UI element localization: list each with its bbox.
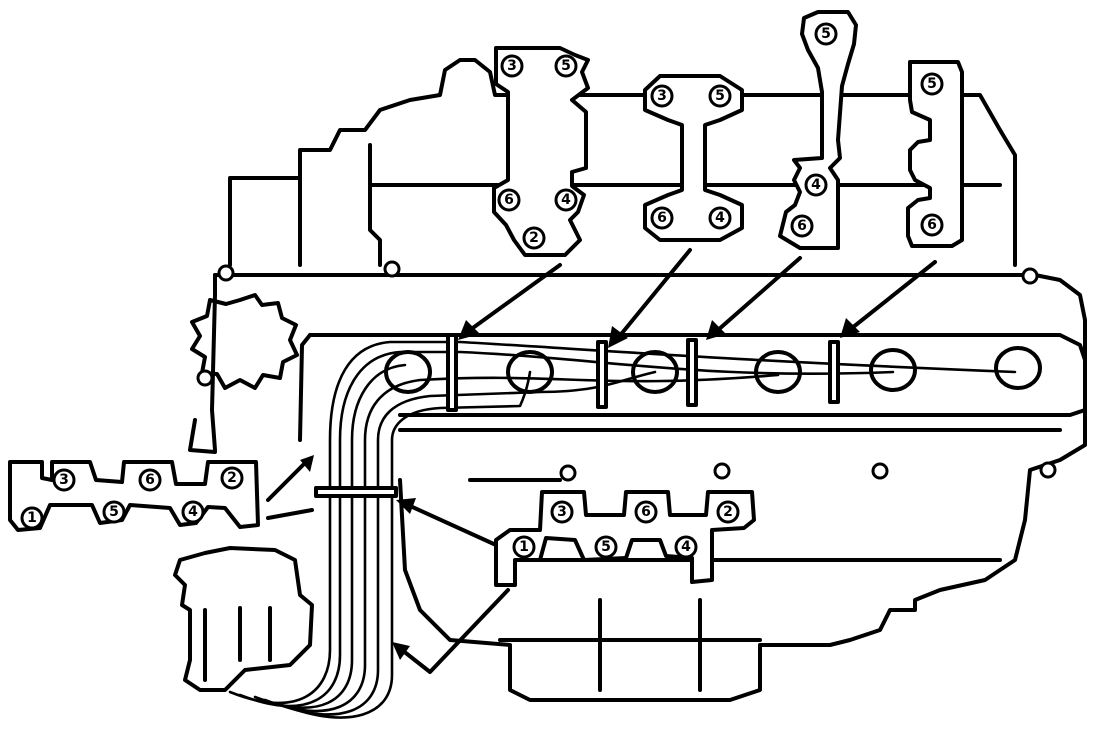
spark-plug-wells [384,346,1042,394]
distributor [173,546,314,692]
clip-label: 6 [657,210,667,226]
arrow-icon [616,248,692,340]
clip-label: 3 [657,88,667,104]
leader-arrows [266,248,937,674]
clip-label: 4 [811,177,821,193]
clip-label: 5 [109,504,119,520]
bolt-icon [713,462,731,480]
ignition-wire-harness [228,333,1017,719]
clip-label: 6 [797,218,807,234]
top-clip-2: 3 5 6 4 [643,74,744,242]
clip-label: 6 [145,472,155,488]
top-clip-4: 5 6 [906,60,964,248]
clip-label: 4 [715,210,725,226]
wire-separator [686,338,698,407]
bolt-icon [383,260,401,278]
clip-label: 4 [681,539,691,555]
left-clip: 3 6 2 1 5 4 [8,460,260,532]
arrow-icon [406,503,498,547]
arrow-icon [468,263,562,332]
clip-label: 2 [227,470,237,486]
arrow-icon [850,260,937,330]
clip-label: 6 [927,217,937,233]
clip-label: 5 [601,539,611,555]
clip-label: 1 [519,539,529,555]
arrow-icon [266,462,306,502]
bolt-group [196,260,1057,482]
clip-label: 5 [715,88,725,104]
clip-label: 6 [504,192,514,208]
clip-label: 2 [723,504,733,520]
arrow-icon [400,588,510,674]
clip-label: 3 [507,58,517,74]
bolt-icon [217,264,235,282]
engine-block [188,58,1087,702]
bolt-icon [196,369,214,387]
bolt-icon [871,462,889,480]
top-clip-3: 5 4 6 [778,10,858,250]
wire-separator [828,340,840,404]
clip-label: 6 [641,504,651,520]
arrow-icon [266,508,314,520]
bolt-icon [1021,267,1039,285]
clip-label: 3 [557,504,567,520]
top-clip-1: 3 5 6 4 2 [492,46,590,257]
clip-label: 2 [529,230,539,246]
wire-separator [446,333,458,412]
arrow-icon [716,256,802,332]
wire-separator [596,340,608,409]
clip-label: 1 [27,510,37,526]
bottom-clip: 3 6 2 1 5 4 [494,490,756,587]
clip-label: 5 [927,76,937,92]
bolt-icon [559,464,577,482]
clip-label: 4 [188,504,198,520]
clip-label: 5 [561,58,571,74]
clip-label: 4 [561,192,571,208]
bolt-icon [1039,461,1057,479]
clip-label: 5 [821,26,831,42]
wire-separator [314,486,398,498]
clip-label: 3 [59,472,69,488]
